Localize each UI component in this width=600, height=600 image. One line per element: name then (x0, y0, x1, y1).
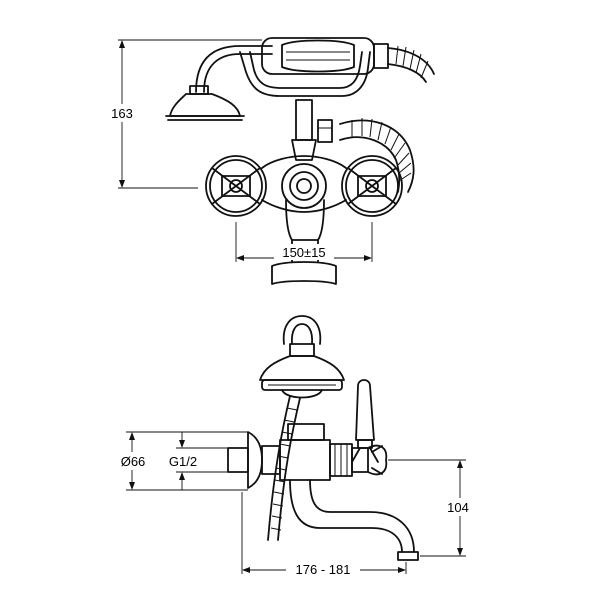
side-hose (267, 395, 301, 541)
side-shower-hook (282, 315, 322, 357)
projection-dimension: 176 - 181 (241, 492, 407, 578)
shower-cradle (195, 45, 371, 97)
height-dimension: 163 (106, 39, 262, 189)
front-view: 163 (106, 37, 435, 285)
left-valve-handle (205, 155, 267, 217)
shower-handle (261, 37, 389, 75)
spacing-dimension: 150±15 (235, 222, 373, 262)
side-valve-body (279, 423, 388, 481)
pipe-diameter-label: Ø66 (121, 454, 146, 469)
thread-dimension: G1/2 (160, 432, 228, 490)
projection-label: 176 - 181 (296, 562, 351, 577)
spacing-label: 150±15 (282, 245, 325, 260)
hose (339, 45, 435, 193)
side-lever (351, 379, 379, 463)
shower-head (165, 85, 245, 121)
diverter-lever (291, 99, 333, 161)
right-valve-handle (341, 155, 403, 217)
side-view: Ø66 G1/2 104 (114, 315, 474, 578)
thread-label: G1/2 (169, 454, 197, 469)
mixer-body (261, 155, 347, 241)
spout-height-label: 104 (447, 500, 469, 515)
side-shower-head (259, 355, 345, 399)
side-spout (289, 479, 419, 561)
spout-height-dimension: 104 (388, 459, 474, 557)
height-label: 163 (111, 106, 133, 121)
wall-escutcheon (227, 431, 281, 489)
diameter-dimension: Ø66 (114, 431, 248, 491)
